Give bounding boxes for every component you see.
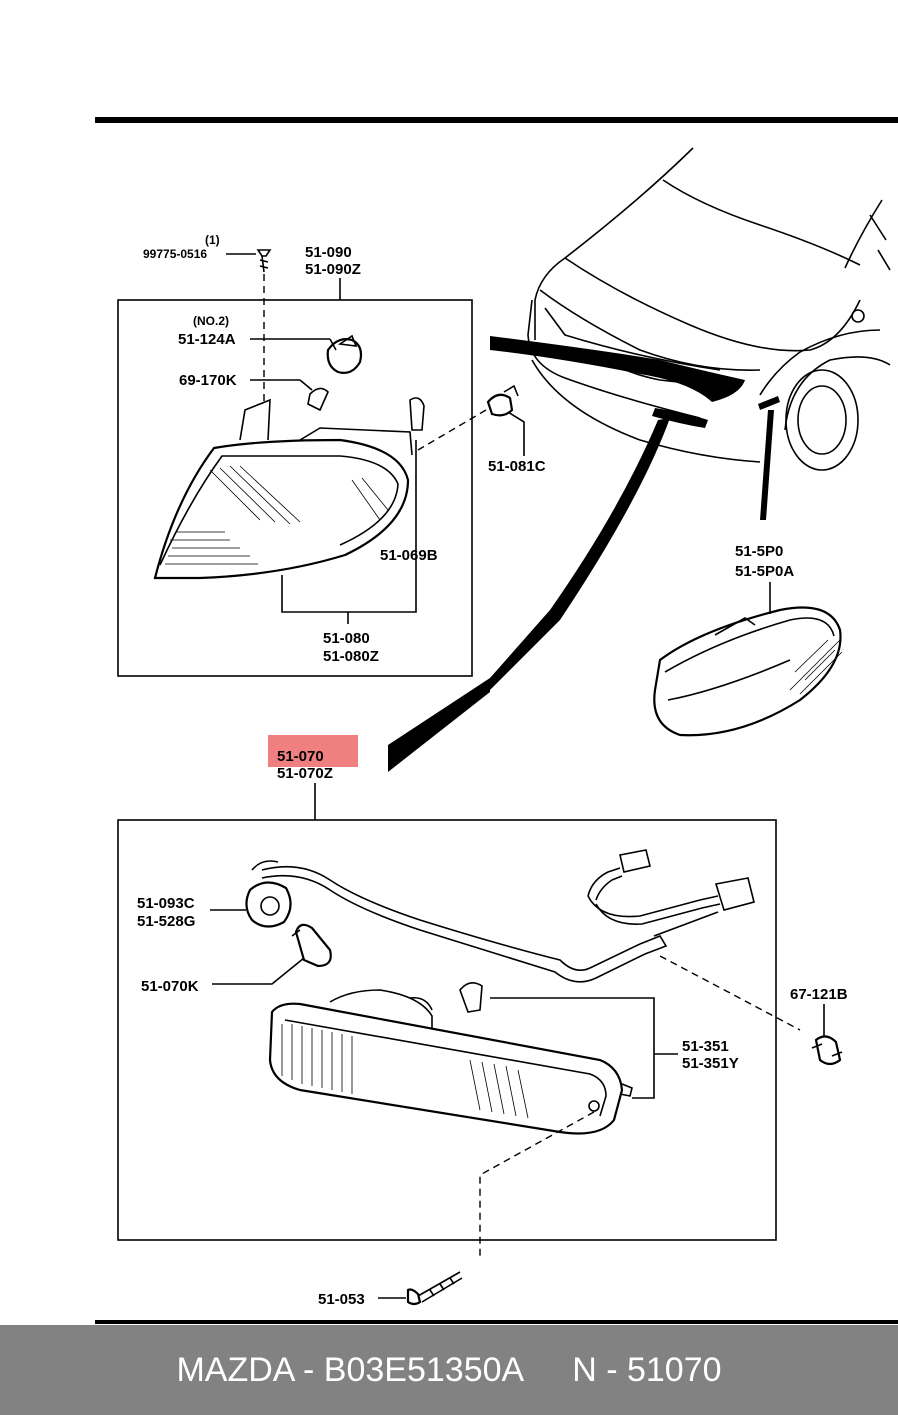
lower-assembly-box bbox=[117, 819, 777, 1241]
label-upper-lens-2: 51-080Z bbox=[323, 648, 379, 665]
label-screw-part: 99775-0516 bbox=[143, 247, 207, 261]
label-upper-socket: 69-170K bbox=[179, 372, 237, 389]
lower-screw-icon bbox=[378, 1111, 595, 1306]
label-upper-assy-2: 51-090Z bbox=[305, 261, 361, 278]
side-marker-lamp-illustration bbox=[653, 582, 843, 737]
footer-bar: MAZDA - B03E51350A N - 51070 bbox=[0, 1325, 898, 1415]
wire-harness-illustration bbox=[261, 849, 801, 1031]
footer-part-number: MAZDA - B03E51350A bbox=[176, 1350, 525, 1389]
label-side-marker-1: 51-5P0 bbox=[735, 543, 783, 560]
label-lower-assy-1: 51-070 bbox=[277, 748, 324, 765]
label-upper-bulb: 51-124A bbox=[178, 331, 236, 348]
label-upper-clip: 51-081C bbox=[488, 458, 546, 475]
label-lower-assy-2: 51-070Z bbox=[277, 765, 333, 782]
upper-clip-icon bbox=[417, 384, 525, 456]
label-upper-spring: 51-069B bbox=[380, 547, 438, 564]
label-side-marker-2: 51-5P0A bbox=[735, 563, 794, 580]
upper-socket-icon bbox=[250, 379, 329, 412]
label-lower-socket-1: 51-093C bbox=[137, 895, 195, 912]
footer-diagram-number: N - 51070 bbox=[572, 1350, 722, 1389]
label-upper-lens-1: 51-080 bbox=[323, 630, 370, 647]
upper-bulb-icon bbox=[250, 334, 363, 374]
label-lower-bulb: 51-070K bbox=[141, 978, 199, 995]
upper-lamp-illustration bbox=[153, 397, 425, 580]
lower-lamp-illustration bbox=[268, 982, 678, 1135]
label-lower-socket-2: 51-528G bbox=[137, 913, 195, 930]
label-lower-lens-2: 51-351Y bbox=[682, 1055, 739, 1072]
label-lower-screw: 51-053 bbox=[318, 1291, 365, 1308]
label-lower-lens-1: 51-351 bbox=[682, 1038, 729, 1055]
label-bulb-qty: (NO.2) bbox=[193, 314, 229, 328]
label-screw-qty: (1) bbox=[205, 233, 220, 247]
upper-assembly-box bbox=[117, 299, 473, 677]
car-front-illustration bbox=[388, 147, 891, 772]
highlight-box bbox=[268, 735, 358, 767]
lower-bulb-icon bbox=[212, 923, 332, 985]
label-lower-clip: 67-121B bbox=[790, 986, 848, 1003]
label-upper-assy-1: 51-090 bbox=[305, 244, 352, 261]
parts-diagram: (1) 99775-0516 51-090 51-090Z (NO.2) 51-… bbox=[95, 117, 898, 1324]
lower-socket-icon bbox=[210, 860, 292, 928]
lower-clip-icon bbox=[811, 1004, 843, 1066]
